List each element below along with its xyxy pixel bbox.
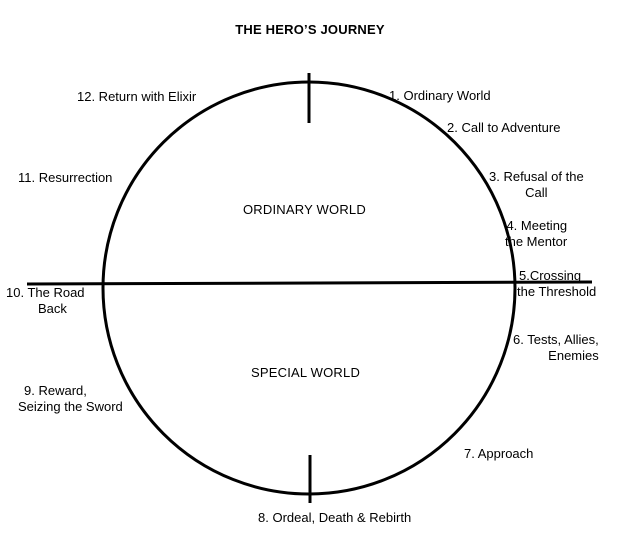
stage-7-text: 7. Approach <box>464 446 534 461</box>
stage-6-text-line2: Enemies <box>548 348 599 363</box>
stage-5-text-line2: the Threshold <box>517 284 597 299</box>
stage-3-text-line1: 3. Refusal of the <box>489 169 584 184</box>
stage-8-text: 8. Ordeal, Death & Rebirth <box>258 510 412 525</box>
stage-2-label: 2. Call to Adventure <box>447 120 560 136</box>
stage-4-text-line2: the Mentor <box>505 234 568 249</box>
stage-7-label: 7. Approach <box>464 446 533 462</box>
stage-10-text-line2: Back <box>38 301 67 316</box>
stage-4-label: 4. Meeting the Mentor <box>505 218 567 250</box>
stage-8-label: 8. Ordeal, Death & Rebirth <box>258 510 411 526</box>
stage-9-text-line2: Seizing the Sword <box>18 399 123 414</box>
stage-10-text-line1: 10. The Road <box>6 285 85 300</box>
stage-10-label: 10. The Road Back <box>6 285 85 317</box>
stage-1-text: 1. Ordinary World <box>389 88 491 103</box>
stage-1-label: 1. Ordinary World <box>389 88 491 104</box>
stage-2-text: 2. Call to Adventure <box>447 120 561 135</box>
stage-12-text: 12. Return with Elixir <box>77 89 197 104</box>
stage-9-text-line1: 9. Reward, <box>24 383 87 398</box>
special-world-label: SPECIAL WORLD <box>251 365 361 380</box>
stage-5-text-line1: 5.Crossing <box>519 268 582 283</box>
journey-circle <box>101 80 517 496</box>
ordinary-world-label: ORDINARY WORLD <box>243 202 366 217</box>
stage-6-text-line1: 6. Tests, Allies, <box>513 332 599 347</box>
stage-9-label: 9. Reward, Seizing the Sword <box>18 383 123 415</box>
stage-11-label: 11. Resurrection <box>18 170 112 186</box>
stage-3-label: 3. Refusal of the Call <box>489 169 584 201</box>
stage-11-text: 11. Resurrection <box>18 170 113 185</box>
world-divider-line <box>26 280 593 286</box>
diagram-title: THE HERO’S JOURNEY <box>235 22 385 37</box>
stage-5-label: 5.Crossing the Threshold <box>517 268 596 300</box>
stage-4-text-line1: 4. Meeting <box>506 218 568 233</box>
stage-6-label: 6. Tests, Allies, Enemies <box>513 332 599 364</box>
stage-12-label: 12. Return with Elixir <box>77 89 196 105</box>
stage-3-text-line2: Call <box>525 185 548 200</box>
